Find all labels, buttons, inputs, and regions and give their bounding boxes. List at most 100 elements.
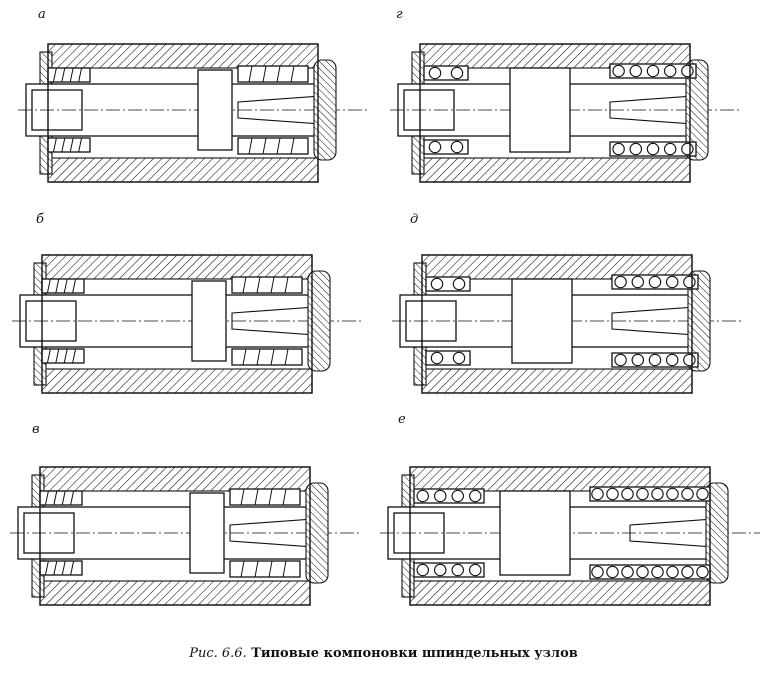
panel-label-d: д [410,212,418,227]
roller-element [256,348,261,366]
ball-element [651,565,664,579]
roller-element [248,137,253,155]
ball-element [666,565,679,579]
rear-bearing-top [413,488,485,504]
front-bearing-top [229,488,301,506]
roller-element [254,560,259,578]
ball-element [629,142,643,156]
housing-bottom [421,368,693,394]
front-bearing-bottom [231,348,303,366]
spindle-assembly-e [380,466,760,606]
ball-element [621,565,634,579]
ball-element [428,66,442,80]
ball-element [665,353,679,367]
roller-element [242,276,247,294]
housing-bottom [47,157,319,183]
panel-a: а [18,7,368,183]
spindle-assembly-g [390,43,740,183]
ball-element [606,565,619,579]
roller-element [290,65,295,83]
roller-element [262,65,267,83]
ball-element [646,64,660,78]
ball-element [452,351,466,365]
front-bearing-top [237,65,309,83]
spacer-sleeve [499,490,571,576]
spindle-assembly-b [12,254,362,394]
roller-element [61,560,66,576]
housing-frame [409,466,711,606]
panel-e: е [380,412,760,606]
ball-element [631,353,645,367]
roller-element [290,137,295,155]
roller-element [53,560,58,576]
front-flange [705,482,729,584]
housing-top [47,43,319,69]
spindle-assembly-d [392,254,742,394]
front-bearing-top [231,276,303,294]
ball-element [629,64,643,78]
ball-element [450,140,464,154]
ball-element [631,275,645,289]
panel-d: д [392,212,742,394]
ball-element [433,489,447,503]
roller-element [63,348,68,364]
housing-bottom [41,368,313,394]
ball-element [621,487,634,501]
roller-element [270,348,275,366]
roller-element [61,67,66,83]
housing-top [39,466,311,492]
roller-element [72,278,77,294]
ball-element [469,563,482,577]
ball-element [651,487,664,501]
front-flange [313,59,337,161]
ball-element [614,353,627,367]
ball-element [430,277,444,291]
roller-element [53,490,58,506]
ball-element [663,142,677,156]
ball-element [591,565,604,579]
ball-element [452,277,466,291]
roller-element [52,137,57,153]
caption-prefix: Рис. 6.6. [189,646,247,661]
ball-element [469,489,482,503]
housing-frame [41,254,313,394]
front-flange [687,270,711,372]
ball-element [636,487,649,501]
panel-label-e: е [398,412,406,427]
roller-element [72,348,77,364]
front-flange [305,482,329,584]
roller-element [284,348,289,366]
panel-label-b: б [36,212,44,227]
roller-element [46,278,51,294]
housing-bottom [39,580,311,606]
ball-element [648,275,662,289]
housing-frame [47,43,319,183]
ball-element [665,275,679,289]
ball-element [683,353,696,367]
roller-element [254,488,259,506]
roller-element [78,67,83,83]
housing-frame [421,254,693,394]
ball-element [646,142,660,156]
ball-element [606,487,619,501]
ball-element [648,353,662,367]
roller-element [69,67,74,83]
ball-element [681,487,694,501]
spindle-assembly-a [18,43,368,183]
ball-element [663,64,677,78]
roller-element [61,137,66,153]
housing-bottom [419,157,691,183]
roller-element [248,65,253,83]
roller-element [276,137,281,155]
front-flange [685,59,709,161]
roller-element [46,348,51,364]
roller-element [70,560,75,576]
ball-element [681,64,694,78]
roller-element [55,278,60,294]
panel-b: б [12,212,362,394]
caption-text: Типовые компоновки шпиндельных узлов [251,646,578,661]
roller-element [78,137,83,153]
spacer-sleeve [511,278,573,364]
figure-caption: Рис. 6.6. Типовые компоновки шпиндельных… [0,646,767,661]
ball-element [591,487,604,501]
